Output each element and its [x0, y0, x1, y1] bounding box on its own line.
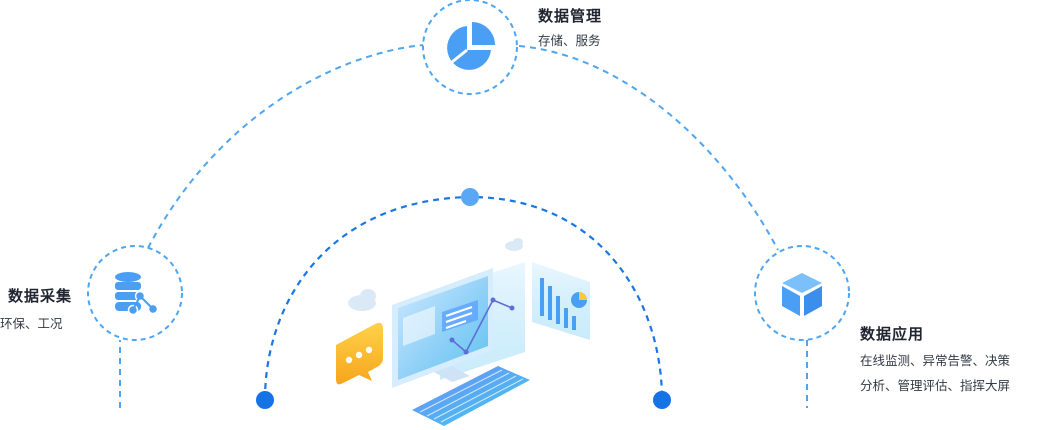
- keyboard: [412, 366, 530, 426]
- node-desc-management: 存储、服务: [538, 33, 601, 48]
- node-desc-application-line2: 分析、管理评估、指挥大屏: [860, 378, 1011, 393]
- node-title-collection: 数据采集: [8, 287, 73, 305]
- line-chart: [451, 298, 513, 354]
- chat-bubble-icon: [336, 322, 383, 385]
- pie-chart-icon: [447, 22, 495, 70]
- cloud-icon: [348, 289, 376, 311]
- inner-arc-right-dot: [653, 391, 671, 409]
- outer-arc: [119, 44, 808, 408]
- monitor-stand: [434, 366, 470, 382]
- cloud-icon: [505, 238, 523, 251]
- computer-dashboard-illustration: [336, 238, 590, 426]
- node-desc-collection: 环保、工况: [0, 316, 63, 331]
- node-title-application: 数据应用: [860, 325, 925, 343]
- inner-arc-top-dot: [461, 188, 479, 206]
- node-data-management: [422, 0, 518, 95]
- keyboard-keys: [419, 369, 524, 423]
- line-chart-points: [449, 297, 515, 355]
- node-title-management: 数据管理: [538, 7, 603, 25]
- node-desc-application-line1: 在线监测、异常告警、决策: [860, 353, 1011, 368]
- cube-icon: [782, 273, 822, 316]
- node-data-collection: [87, 245, 183, 341]
- mini-pie-icon: [571, 292, 587, 308]
- text-lines: [445, 306, 473, 329]
- bar-chart-icon: [540, 278, 576, 330]
- node-data-application: [754, 245, 850, 341]
- inner-arc-left-dot: [256, 391, 274, 409]
- screen-card: [403, 306, 435, 346]
- database-share-icon: [115, 272, 159, 316]
